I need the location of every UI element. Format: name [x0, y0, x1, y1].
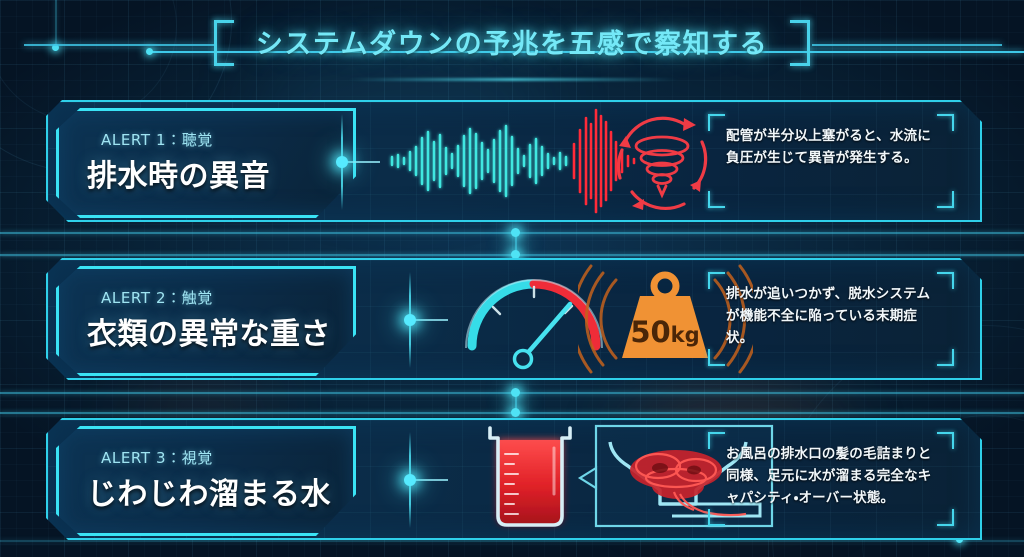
title-bracket-right-icon	[790, 20, 810, 66]
gauge-icon	[448, 260, 618, 378]
divider-connector-2	[515, 394, 517, 412]
info-bracket-tl-1	[708, 114, 725, 131]
decor-hline-top	[150, 51, 1024, 53]
decor-hline-bottom	[0, 540, 1024, 542]
title-underglow	[348, 78, 678, 81]
divider-connector-1	[515, 234, 517, 254]
title-container: システムダウンの予兆を五感で察知する	[214, 16, 810, 81]
alert-title-2: 衣類の異常な重さ	[87, 317, 331, 352]
info-bracket-tr-1	[937, 114, 954, 131]
alert-icons-2: 50kg	[448, 260, 748, 378]
drain-clog-icon	[576, 420, 776, 538]
alert-description-1: 配管が半分以上塞がると、水流に負圧が生じて異音が発生する。	[726, 128, 931, 166]
alert-title-3: じわじわ溜まる水	[87, 477, 331, 512]
alert-description-2: 排水が追いつかず、脱水システムが機能不全に陥っている末期症状。	[726, 286, 931, 346]
alert-titleblock-2[interactable]: ALERT 2：触覚 衣類の異常な重さ	[56, 266, 356, 376]
divider-node-bottom-2	[511, 408, 520, 417]
alert-info-panel-3: お風呂の排水口の髪の毛詰まりと同様、足元に水が溜まる完全なキャパシティ・オーバー…	[708, 432, 954, 526]
alert-card-1[interactable]: ALERT 1：聴覚 排水時の異音	[46, 100, 982, 222]
title-bracket-left-icon	[214, 20, 234, 66]
decor-node-corner	[52, 44, 59, 51]
alert-description-3: お風呂の排水口の髪の毛詰まりと同様、足元に水が溜まる完全なキャパシティ・オーバー…	[726, 446, 932, 506]
alert-label-3: ALERT 3：視覚	[101, 449, 213, 467]
title-rule-right	[812, 44, 1002, 46]
info-bracket-bl-1	[708, 191, 725, 208]
info-bracket-bl-2	[708, 349, 725, 366]
alert-label-1: ALERT 1：聴覚	[101, 131, 213, 149]
decor-vline-corner	[55, 0, 57, 46]
alert-card-3[interactable]: ALERT 3：視覚 じわじわ溜まる水	[46, 418, 982, 540]
info-bracket-tl-3	[708, 432, 725, 449]
title-rule-left	[24, 44, 214, 46]
alert-title-1: 排水時の異音	[87, 159, 270, 194]
audio-waveform-icon	[378, 102, 718, 220]
alert-label-2: ALERT 2：触覚	[101, 289, 213, 307]
alert-info-panel-1: 配管が半分以上塞がると、水流に負圧が生じて異音が発生する。	[708, 114, 954, 208]
beaker-icon	[476, 420, 586, 538]
info-bracket-bl-3	[708, 509, 725, 526]
divider-node-top-1	[511, 228, 520, 237]
alert-icons-1	[378, 102, 718, 220]
info-bracket-br-2	[937, 349, 954, 366]
info-bracket-tr-2	[937, 272, 954, 289]
info-bracket-br-3	[937, 509, 954, 526]
info-bracket-br-1	[937, 191, 954, 208]
divider-node-top-2	[511, 388, 520, 397]
alert-titleblock-1[interactable]: ALERT 1：聴覚 排水時の異音	[56, 108, 356, 218]
weight-icon: 50kg	[578, 260, 753, 378]
page-title: システムダウンの予兆を五感で察知する	[255, 29, 769, 60]
decor-node-top-left	[146, 48, 153, 55]
divider-node-bottom-1	[511, 250, 520, 259]
alert-card-2[interactable]: ALERT 2：触覚 衣類の異常な重さ	[46, 258, 982, 380]
alert-info-panel-2: 排水が追いつかず、脱水システムが機能不全に陥っている末期症状。	[708, 272, 954, 366]
alert-icons-3	[448, 420, 748, 538]
alert-titleblock-3[interactable]: ALERT 3：視覚 じわじわ溜まる水	[56, 426, 356, 536]
info-bracket-tl-2	[708, 272, 725, 289]
info-bracket-tr-3	[937, 432, 954, 449]
page-header: システムダウンの予兆を五感で察知する	[0, 16, 1024, 81]
vortex-icon	[606, 106, 718, 218]
